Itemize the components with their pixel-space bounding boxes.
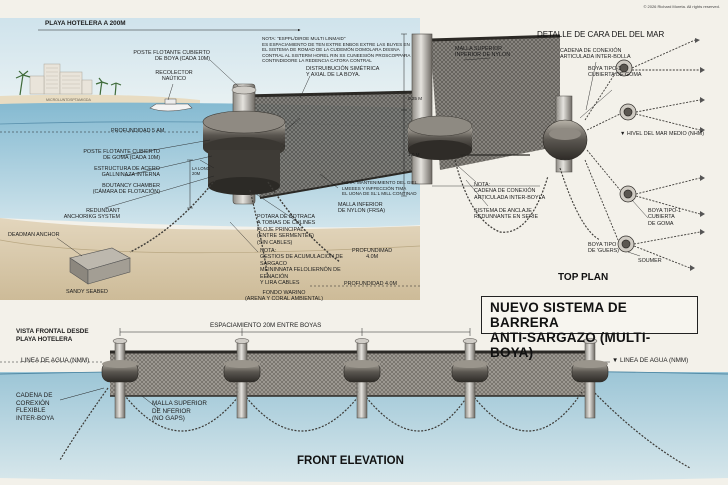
note-top: NOTA: "ESPPL/DIROE MULTI LINMAID" ES ESP… (262, 36, 411, 63)
label-waterline-right: ▼ LINEA DE AGUA (NMM) (612, 357, 689, 364)
label-distribution: DISTRUIBUCIÓN SIMÉTRICA Y AXIAL DE LA BO… (306, 66, 380, 79)
label-waterline-left: LINEA DE AGUA (NMM) (21, 357, 90, 364)
label-lower-mesh: MALLA INFERIOR DE NYLON (FRSA) (338, 202, 386, 215)
label-dim-025m: 0.25 m (408, 96, 423, 101)
elevation-buoy (343, 338, 381, 419)
label-mean-sea-level: ▼ HIVEL DEL MAR MEDIO (NHM) (620, 131, 705, 137)
heading-face-detail: DETALLE DE CARA DEL DEL MAR (537, 30, 665, 39)
label-hotel-beach-200m: PLAYA HOTELERA A 200M (45, 20, 126, 27)
label-upper-mesh: MALLA SUPERIOR INPERIOR DE NYLON (455, 46, 511, 59)
label-dim-10m: 1.0 m (408, 152, 420, 157)
label-beach-name: MICROLUNTDSPTAMIGDA (46, 98, 91, 102)
elevation-buoy (571, 338, 609, 419)
label-floating-post: POSTE FLOTANTE CUBIERTO DE BOYA (CADA 10… (133, 50, 210, 63)
label-steel-structure: ESTRUCTURA DE ACERO GALLNINAZA INTERNA (94, 166, 160, 179)
label-depth-5m: PROFUNDIDAD 5 AM (111, 128, 165, 134)
label-deadman-anchor: DEADMAN ANCHOR (8, 232, 60, 238)
label-upper-mesh-nogaps: MALLA SUPERIOR DE NFERIOR (NO GAPS) (152, 400, 207, 423)
label-anchoring-series: SISTEMA DE ANCLAJE REDUNNANTE EN SERIE (474, 208, 539, 221)
label-buoyancy-chamber: BOUTANCY CHAMBER (CÁMARA DE FLOTACIÓN) (92, 183, 160, 196)
label-maintenance-note: NOTA: MANTENIMIENTO DEL GIEL. LMEEES Y I… (342, 180, 419, 196)
heading-top-plan: TOP PLAN (558, 272, 609, 283)
cutaway-scene (0, 18, 421, 300)
label-sandy-seabed: SANDY SEABED (66, 289, 108, 295)
label-soumer: SOUMER (638, 258, 662, 264)
label-nautical-collector: RECOLECTOR NAÚTICO (155, 70, 193, 83)
label-anchoring-system: REDUNDANT ANCHORIKG SYSTEM (63, 208, 120, 221)
elevation-buoy (451, 338, 489, 419)
label-depth-4m-bottom: PROFUNDIDAD 4.0M (344, 281, 398, 287)
title-box: NUEVO SISTEMA DE BARRERA ANTI-SARGAZO (M… (481, 296, 698, 360)
label-sea-bottom: FONDO WARINO (ARENA Y CORAL AMBIENTAL) (245, 290, 323, 303)
label-depth-4m: PROFUNDIMAD 4.0M (352, 248, 393, 261)
label-rubber-post: POSTE FLOTANTE CUBIERTO DE GOMA (CADA 10… (83, 149, 160, 162)
label-flexible-chain: CADENA DE COREXIÓN FLEXIBLE INTER-BOYA (16, 392, 55, 422)
label-bottom-chain: POTARA DE BOTRACA A TOBIAS DE CULINES FL… (257, 214, 316, 246)
label-front-view: VISTA FRONTAL DESDE PLAYA HOTELERA (16, 328, 89, 343)
label-buoy-guers: BOYA TIPO DE 'GUERS) (588, 242, 619, 255)
label-sargassum-note: NOTA: GESTIOS DE ACUMULACIÓN DE SARGACO … (260, 248, 343, 287)
main-title-line1: NUEVO SISTEMA DE BARRERA (490, 300, 627, 330)
face-detail-scene (407, 33, 561, 233)
copyright-note: © 2026 Richard Moreta. All rights reserv… (643, 4, 720, 9)
label-spacing-20m: ESPACIAMIENTO 20M ENTRE BOYAS (210, 322, 322, 329)
label-connection-note: NOTA: CADENA DE CONEXIÓN ARTICULADA INTE… (474, 182, 546, 201)
elevation-buoy (223, 338, 261, 419)
heading-front-elevation: FRONT ELEVATION (297, 455, 404, 467)
main-title-line2: ANTI-SARGAZO (MULTI-BOYA) (490, 330, 651, 360)
label-buoy-type1-cover: BOYA TIPO-1 CUBIERTA DE GOMA (648, 208, 682, 227)
elevation-buoy (101, 338, 139, 419)
label-subtotal-depth: LA LONG 20M (192, 166, 210, 177)
label-chain-interbuoy: CADENA DE CONEXIÓN ARTICULADA INTER-BOLL… (560, 48, 631, 61)
label-buoy-type1: BOYA TIPO-1 CUBIERTA DE GOMA (588, 66, 642, 79)
top-plan-scene (542, 38, 705, 271)
